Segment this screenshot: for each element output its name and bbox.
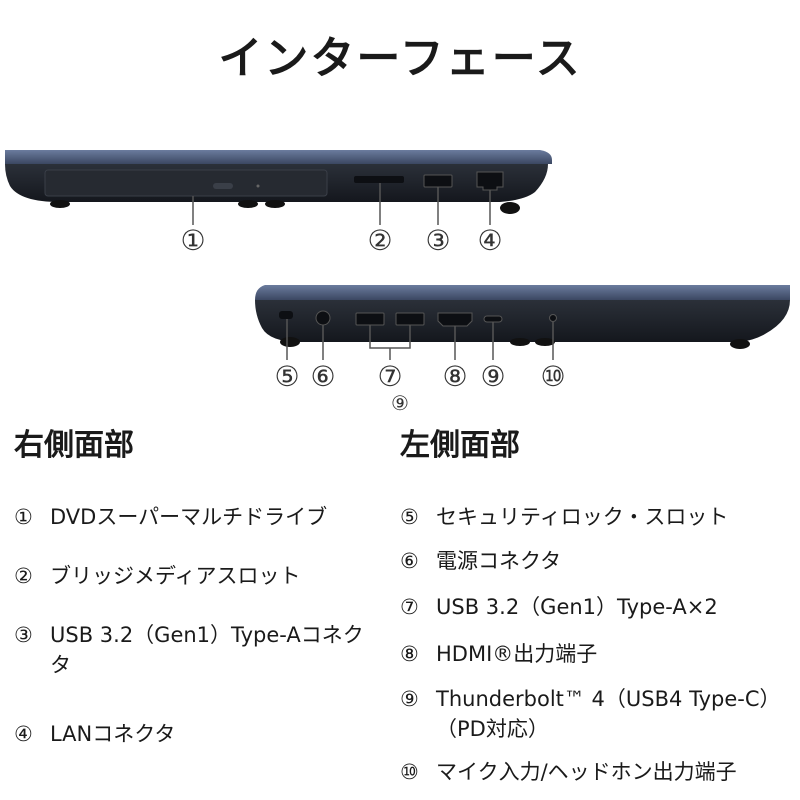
foot — [535, 338, 555, 346]
item-number: ⑦ — [400, 595, 419, 619]
callout-number: ③ — [425, 224, 450, 257]
item-text: ブリッジメディアスロット — [50, 564, 301, 588]
list-item: ⑨ Thunderbolt™ 4（USB4 Type-C）（PD対応） — [400, 684, 796, 744]
item-text: 電源コネクタ — [436, 549, 562, 573]
item-text: セキュリティロック・スロット — [436, 505, 729, 529]
foot — [50, 200, 70, 208]
callout-number: ⑤ — [274, 360, 299, 393]
page-title: インターフェース — [218, 33, 582, 84]
item-number: ⑧ — [400, 642, 419, 666]
item-text: LANコネクタ — [50, 722, 176, 746]
audio-jack — [549, 314, 557, 322]
list-item: ② ブリッジメディアスロット — [14, 561, 384, 591]
dvd-eject-button — [213, 183, 233, 189]
item-text: Thunderbolt™ 4（USB4 Type-C）（PD対応） — [436, 687, 781, 741]
right-side-heading: 右側面部 — [14, 428, 134, 463]
foot — [238, 200, 258, 208]
list-item: ⑥ 電源コネクタ — [400, 546, 796, 576]
item-number: ③ — [14, 623, 33, 647]
item-text: マイク入力/ヘッドホン出力端子 — [436, 760, 737, 784]
callout-number: ⑦ — [377, 360, 402, 393]
item-text: USB 3.2（Gen1）Type-Aコネクタ — [50, 623, 364, 677]
left-side-view — [255, 285, 790, 360]
list-item: ⑩ マイク入力/ヘッドホン出力端子 — [400, 757, 796, 787]
dvd-drive — [44, 169, 328, 197]
foot — [265, 200, 285, 208]
security-lock-slot — [279, 311, 293, 319]
callout-number: ⑨ — [391, 391, 409, 415]
list-item: ④ LANコネクタ — [14, 719, 384, 749]
item-number: ④ — [14, 722, 33, 746]
item-number: ① — [14, 505, 33, 529]
callout-number: ④ — [477, 224, 502, 257]
item-text: HDMI®出力端子 — [436, 642, 598, 666]
callout-number: ⑨ — [480, 360, 505, 393]
item-number: ⑨ — [400, 687, 419, 711]
callout-number: ① — [180, 224, 205, 257]
left-side-heading: 左側面部 — [400, 428, 520, 463]
laptop-lid — [255, 285, 790, 300]
item-text: DVDスーパーマルチドライブ — [50, 505, 328, 529]
foot — [280, 337, 300, 347]
laptop-lid — [5, 150, 552, 164]
right-side-list: ① DVDスーパーマルチドライブ ② ブリッジメディアスロット ③ USB 3.… — [14, 0, 384, 800]
item-number: ⑩ — [400, 760, 419, 784]
foot — [510, 338, 530, 346]
callout-number: ② — [367, 224, 392, 257]
laptop-side-illustration: ① ② ③ ④ ⑤ ⑥ ⑦ ⑧ ⑨ ⑩ ⑨ — [5, 150, 790, 415]
item-number: ② — [14, 564, 33, 588]
right-side-view — [5, 150, 552, 225]
list-item: ⑧ HDMI®出力端子 — [400, 639, 796, 669]
callout-number: ⑧ — [442, 360, 467, 393]
foot — [500, 202, 520, 214]
list-item: ⑤ セキュリティロック・スロット — [400, 502, 796, 532]
item-number: ⑥ — [400, 549, 419, 573]
laptop-base — [255, 300, 790, 342]
left-side-list: ⑤ セキュリティロック・スロット ⑥ 電源コネクタ ⑦ USB 3.2（Gen1… — [400, 0, 796, 800]
list-item: ③ USB 3.2（Gen1）Type-Aコネクタ — [14, 620, 374, 680]
list-item: ① DVDスーパーマルチドライブ — [14, 502, 384, 532]
lan-port — [476, 171, 504, 191]
foot — [730, 339, 750, 349]
card-slot — [354, 176, 404, 183]
hdmi-port — [437, 312, 473, 327]
item-number: ⑤ — [400, 505, 419, 529]
list-item: ⑦ USB 3.2（Gen1）Type-A×2 — [400, 592, 796, 622]
dvd-indicator — [256, 184, 260, 188]
callout-number: ⑩ — [540, 360, 565, 393]
callout-number: ⑥ — [310, 360, 335, 393]
item-text: USB 3.2（Gen1）Type-A×2 — [436, 595, 718, 619]
